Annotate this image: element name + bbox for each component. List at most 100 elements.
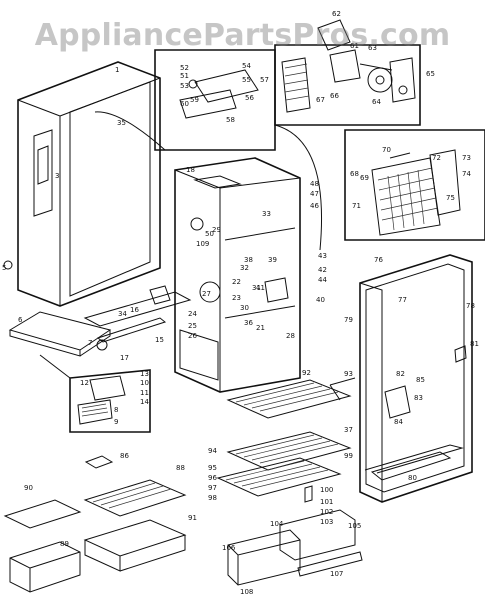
callout-38: 38 [244, 256, 253, 264]
callout-11: 11 [140, 389, 149, 397]
callout-105: 105 [348, 522, 361, 530]
callout-97: 97 [208, 484, 217, 492]
callout-7: 7 [88, 339, 92, 347]
callout-77: 77 [398, 296, 407, 304]
callout-81: 81 [470, 340, 479, 348]
callout-66: 66 [330, 92, 339, 100]
cabinet-shell [3, 61, 161, 307]
callout-30: 30 [240, 304, 249, 312]
callout-25: 25 [188, 322, 197, 330]
callout-40: 40 [316, 296, 325, 304]
callout-27: 27 [202, 290, 211, 298]
callout-10: 10 [140, 379, 149, 387]
callout-8: 8 [114, 406, 118, 414]
control-inset-box [39, 354, 151, 433]
callout-34: 34 [118, 310, 127, 318]
callout-92: 92 [302, 369, 311, 377]
callout-22: 22 [232, 278, 241, 286]
callout-46: 46 [310, 202, 319, 210]
cabinet-liner [174, 157, 301, 393]
callout-67: 67 [316, 96, 325, 104]
callout-17: 17 [120, 354, 129, 362]
callout-106: 106 [222, 544, 236, 552]
shelves [216, 377, 356, 497]
callout-52: 52 [180, 64, 189, 72]
callout-72: 72 [432, 154, 441, 162]
callout-33: 33 [262, 210, 271, 218]
evap-fan-inset-box [274, 19, 421, 126]
callout-56: 56 [245, 94, 254, 102]
callout-29: 29 [212, 226, 221, 234]
callout-57: 57 [260, 76, 269, 84]
callout-55: 55 [242, 76, 251, 84]
callout-47: 47 [310, 190, 319, 198]
callout-61: 61 [350, 42, 359, 50]
callout-62: 62 [332, 10, 341, 18]
base-pan [8, 311, 112, 357]
callout-95: 95 [208, 464, 217, 472]
callout-70: 70 [382, 146, 391, 154]
callout-5: 5 [2, 264, 6, 272]
meat-keeper-parts [227, 485, 363, 586]
callout-12: 12 [80, 379, 89, 387]
callout-60: 60 [180, 100, 189, 108]
callout-28: 28 [286, 332, 295, 340]
callout-96: 96 [208, 474, 217, 482]
callout-93: 93 [344, 370, 353, 378]
callout-73: 73 [462, 154, 471, 162]
callout-79: 79 [344, 316, 353, 324]
callout-88: 88 [176, 464, 185, 472]
callout-69: 69 [360, 174, 369, 182]
callout-labels: 1 3 5 6 7 8 9 10 11 12 13 14 15 16 17 18… [2, 10, 479, 596]
callout-63: 63 [368, 44, 377, 52]
callout-21: 21 [256, 324, 265, 332]
callout-51: 51 [180, 72, 189, 80]
callout-41: 41 [256, 284, 265, 292]
callout-54: 54 [242, 62, 251, 70]
callout-90: 90 [24, 484, 33, 492]
callout-15: 15 [155, 336, 164, 344]
callout-44: 44 [318, 276, 327, 284]
callout-24: 24 [188, 310, 197, 318]
callout-85: 85 [416, 376, 425, 384]
callout-43: 43 [318, 252, 327, 260]
callout-84: 84 [394, 418, 403, 426]
front-rail-parts [83, 285, 192, 351]
callout-1: 1 [115, 66, 119, 74]
callout-65: 65 [426, 70, 435, 78]
leader-arc [274, 124, 323, 251]
callout-68: 68 [350, 170, 359, 178]
callout-26: 26 [188, 332, 197, 340]
callout-42: 42 [318, 266, 327, 274]
callout-108: 108 [240, 588, 253, 596]
callout-39: 39 [268, 256, 277, 264]
callout-75: 75 [446, 194, 455, 202]
callout-48: 48 [310, 180, 319, 188]
callout-80: 80 [408, 474, 417, 482]
callout-9: 9 [114, 418, 118, 426]
callout-50: 50 [205, 230, 214, 238]
callout-32: 32 [240, 264, 249, 272]
callout-94: 94 [208, 447, 217, 455]
callout-35: 35 [117, 119, 126, 127]
crisper-parts [3, 455, 187, 593]
door-assembly [359, 254, 473, 503]
callout-99: 99 [344, 452, 353, 460]
callout-101: 101 [320, 498, 333, 506]
callout-89: 89 [60, 540, 69, 548]
callout-3: 3 [55, 172, 59, 180]
callout-59: 59 [190, 96, 199, 104]
callout-71: 71 [352, 202, 361, 210]
callout-31: 31 [252, 284, 261, 292]
callout-23: 23 [232, 294, 241, 302]
callout-98: 98 [208, 494, 217, 502]
callout-86: 86 [120, 452, 129, 460]
callout-6: 6 [18, 316, 23, 324]
callout-109: 109 [196, 240, 209, 248]
callout-13: 13 [140, 370, 149, 378]
callout-76: 76 [374, 256, 383, 264]
callout-103: 103 [320, 518, 333, 526]
evap-grille-inset-box [344, 129, 485, 241]
callout-58: 58 [226, 116, 235, 124]
